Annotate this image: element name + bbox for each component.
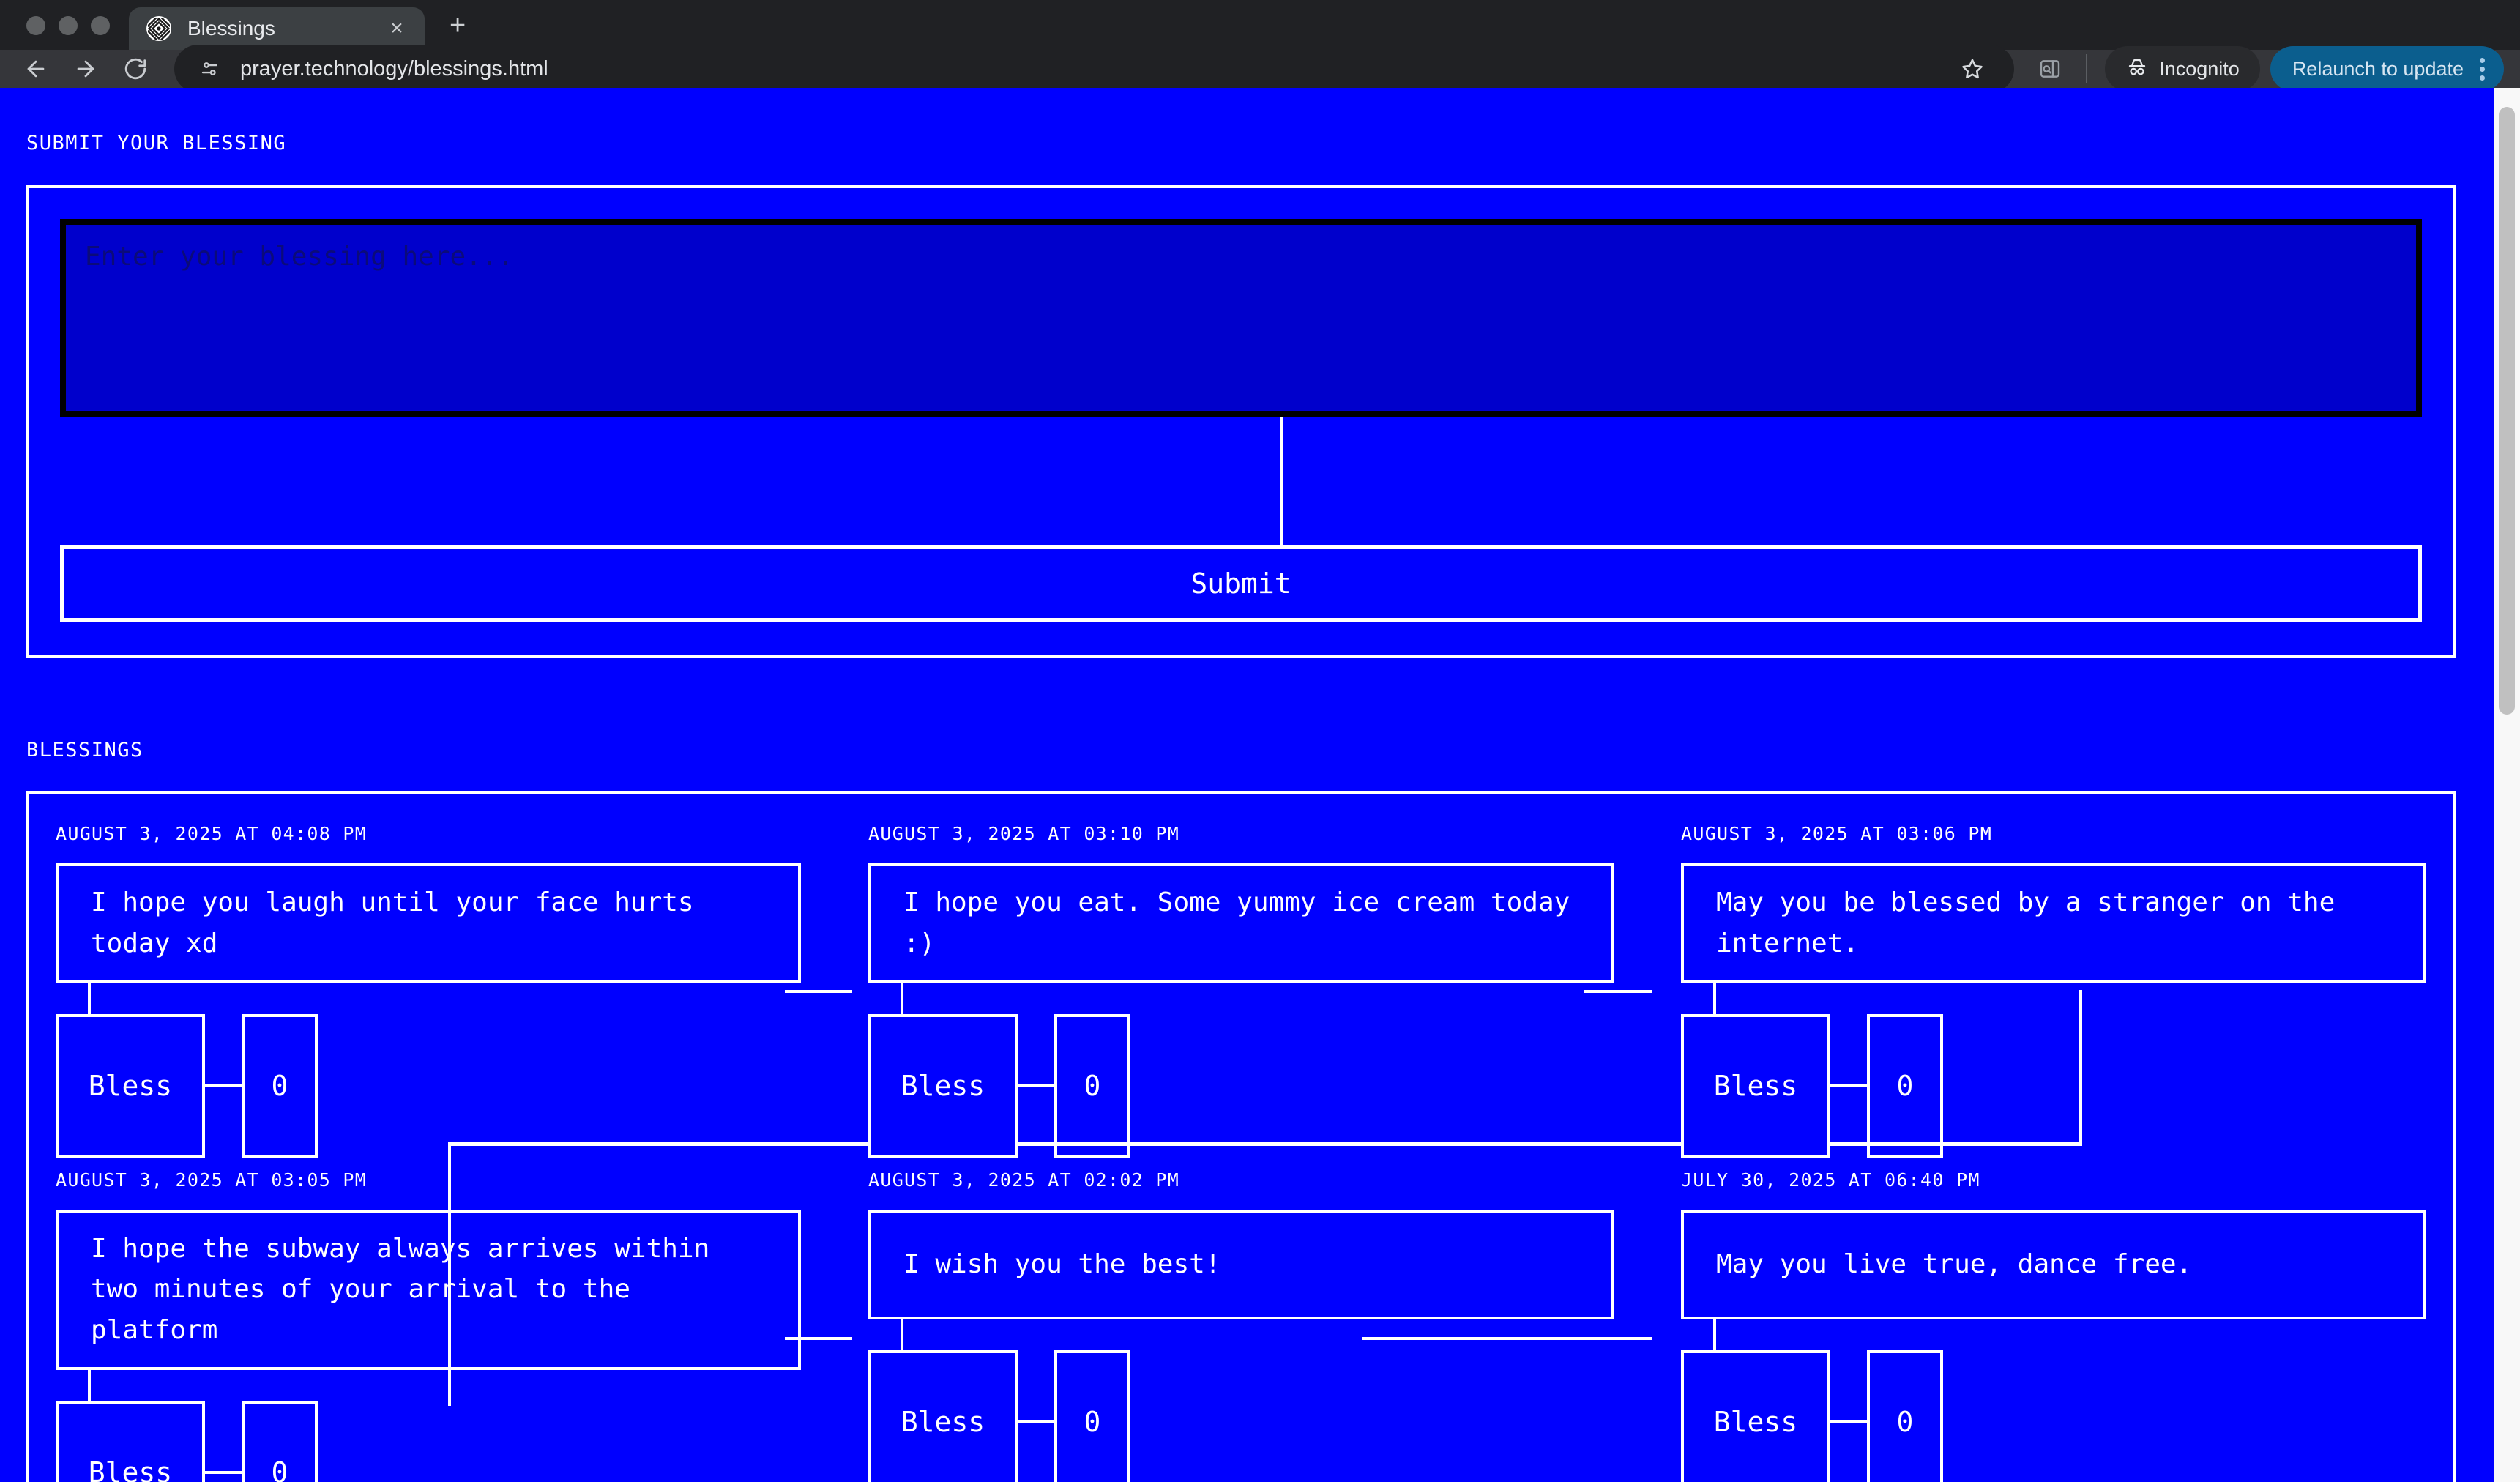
maximize-window-button[interactable] (91, 16, 110, 35)
bless-count: 0 (1867, 1349, 1943, 1482)
bless-count: 0 (1054, 1349, 1130, 1482)
blessing-message: I wish you the best! (868, 1209, 1614, 1319)
blessings-section-label: BLESSINGS (26, 739, 143, 762)
blessing-card: AUGUST 3, 2025 AT 02:02 PM I wish you th… (868, 1169, 1614, 1482)
submit-section-label: SUBMIT YOUR BLESSING (26, 132, 287, 154)
blessing-message: I hope you laugh until your face hurts t… (56, 863, 801, 983)
blessing-message: I hope you eat. Some yummy ice cream tod… (868, 863, 1614, 983)
blessing-message: May you be blessed by a stranger on the … (1681, 863, 2426, 983)
connector-row1-col2-col3 (1584, 990, 1652, 993)
blessing-timestamp: JULY 30, 2025 AT 06:40 PM (1681, 1169, 1980, 1191)
bless-count: 0 (242, 1400, 318, 1482)
incognito-indicator[interactable]: Incognito (2105, 46, 2260, 92)
kebab-menu-icon[interactable] (2480, 57, 2485, 81)
blessing-actions: Bless 0 (56, 983, 801, 1158)
address-bar[interactable]: prayer.technology/blessings.html (174, 45, 2015, 93)
connector-bracket-vertical-right (2079, 990, 2082, 1145)
blessing-actions: Bless 0 (868, 983, 1614, 1158)
browser-toolbar: prayer.technology/blessings.html (0, 45, 2520, 93)
blessing-actions: Bless 0 (1681, 1319, 2426, 1482)
toolbar-divider (2086, 54, 2088, 83)
blessings-panel: AUGUST 3, 2025 AT 04:08 PM I hope you la… (26, 791, 2456, 1482)
bless-count: 0 (1054, 1013, 1130, 1158)
vertical-scrollbar[interactable] (2494, 88, 2520, 1482)
blessing-actions: Bless 0 (56, 1369, 801, 1482)
minimize-window-button[interactable] (59, 16, 78, 35)
new-tab-button[interactable]: + (450, 10, 466, 41)
window-controls (0, 16, 129, 50)
blessing-timestamp: AUGUST 3, 2025 AT 03:06 PM (1681, 823, 1993, 844)
blessing-card: AUGUST 3, 2025 AT 04:08 PM I hope you la… (56, 823, 801, 1169)
connector-row1-col1-col2 (785, 990, 852, 993)
blessing-timestamp: AUGUST 3, 2025 AT 04:08 PM (56, 823, 368, 844)
close-window-button[interactable] (26, 16, 45, 35)
bless-button[interactable]: Bless (1681, 1349, 1830, 1482)
bless-button[interactable]: Bless (56, 1400, 205, 1482)
tune-site-settings-icon[interactable] (193, 52, 227, 86)
blessing-card: AUGUST 3, 2025 AT 03:05 PM I hope the su… (56, 1169, 801, 1482)
submit-button[interactable]: Submit (60, 545, 2422, 622)
blessing-actions: Bless 0 (868, 1319, 1614, 1482)
forward-arrow-icon[interactable] (66, 49, 105, 89)
bless-count: 0 (1867, 1013, 1943, 1158)
form-divider-line (1280, 417, 1283, 545)
bless-button[interactable]: Bless (56, 1013, 205, 1158)
scrollbar-thumb[interactable] (2499, 107, 2515, 715)
blessing-timestamp: AUGUST 3, 2025 AT 03:05 PM (56, 1169, 368, 1191)
incognito-hat-icon (2125, 56, 2149, 82)
connector-bracket-horizontal (448, 1142, 2082, 1146)
bless-button[interactable]: Bless (1681, 1013, 1830, 1158)
page-content: SUBMIT YOUR BLESSING Submit BLESSINGS (0, 88, 2482, 1482)
blessing-message: I hope the subway always arrives within … (56, 1209, 801, 1370)
blessing-input[interactable] (60, 219, 2422, 417)
url-text: prayer.technology/blessings.html (240, 56, 548, 81)
submit-blessing-form: Submit (26, 185, 2456, 658)
bless-button[interactable]: Bless (868, 1013, 1018, 1158)
relaunch-to-update-button[interactable]: Relaunch to update (2270, 46, 2504, 92)
blessing-card: AUGUST 3, 2025 AT 03:06 PM May you be bl… (1681, 823, 2426, 1169)
blessing-card: JULY 30, 2025 AT 06:40 PM May you live t… (1681, 1169, 2426, 1482)
page-viewport: SUBMIT YOUR BLESSING Submit BLESSINGS (0, 88, 2520, 1482)
relaunch-label: Relaunch to update (2292, 57, 2464, 80)
blessing-timestamp: AUGUST 3, 2025 AT 03:10 PM (868, 823, 1180, 844)
side-panel-search-icon[interactable] (2027, 46, 2073, 92)
tab-blessings[interactable]: Blessings × (129, 7, 425, 50)
incognito-label: Incognito (2159, 57, 2240, 80)
back-arrow-icon[interactable] (16, 49, 56, 89)
star-icon[interactable] (1950, 46, 1995, 92)
connector-row2-col2-col3 (1362, 1337, 1652, 1340)
tab-strip: Blessings × + (0, 0, 2520, 50)
close-icon[interactable]: × (390, 16, 403, 40)
connector-row2-col1-col2 (785, 1337, 852, 1340)
bless-button[interactable]: Bless (868, 1349, 1018, 1482)
form-spacer (60, 417, 2422, 545)
blessing-actions: Bless 0 (1681, 983, 2426, 1158)
blessing-card: AUGUST 3, 2025 AT 03:10 PM I hope you ea… (868, 823, 1614, 1169)
omnibox-actions (1950, 46, 1995, 92)
concentric-diamond-favicon (146, 16, 171, 41)
tab-title: Blessings (187, 17, 275, 40)
bless-count: 0 (242, 1013, 318, 1158)
connector-bracket-vertical-left (448, 1142, 451, 1406)
reload-icon[interactable] (116, 49, 155, 89)
blessings-grid: AUGUST 3, 2025 AT 04:08 PM I hope you la… (56, 823, 2426, 1482)
blessings-section: BLESSINGS AUGUST 3, 2025 AT 04:08 P (26, 739, 2456, 1482)
blessing-timestamp: AUGUST 3, 2025 AT 02:02 PM (868, 1169, 1180, 1191)
blessing-message: May you live true, dance free. (1681, 1209, 2426, 1319)
